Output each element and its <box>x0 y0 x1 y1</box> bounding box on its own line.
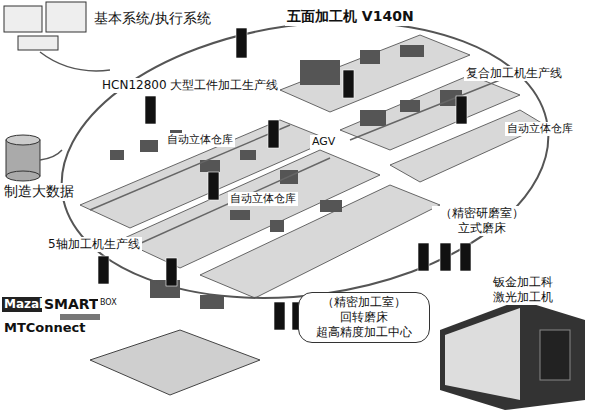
warehouse-label: 自动立体仓库 <box>165 133 235 147</box>
room-label: （精密研磨室） 立式磨床 <box>432 206 532 236</box>
brand-label: BOX <box>98 298 119 308</box>
line-label: 5轴加工机生产线 <box>46 237 142 252</box>
system-label: 基本系统/执行系统 <box>92 10 213 28</box>
machine-label: 五面加工机 V140N <box>285 8 416 26</box>
brand-label: SMART <box>42 296 101 314</box>
line-label: HCN12800 大型工件加工生产线 <box>100 78 280 93</box>
brand-label: MTConnect <box>2 320 88 336</box>
room-label: （精密加工室） 回转磨床 超高精度加工中心 <box>298 292 430 343</box>
line-label: 复合加工机生产线 <box>464 66 564 81</box>
warehouse-label: 自动立体仓库 <box>505 122 575 136</box>
bigdata-label: 制造大数据 <box>2 183 76 201</box>
warehouse-label: 自动立体仓库 <box>228 192 298 206</box>
agv-label: AGV <box>310 135 337 149</box>
machine-label: 钣金加工科 激光加工机 <box>478 275 568 305</box>
